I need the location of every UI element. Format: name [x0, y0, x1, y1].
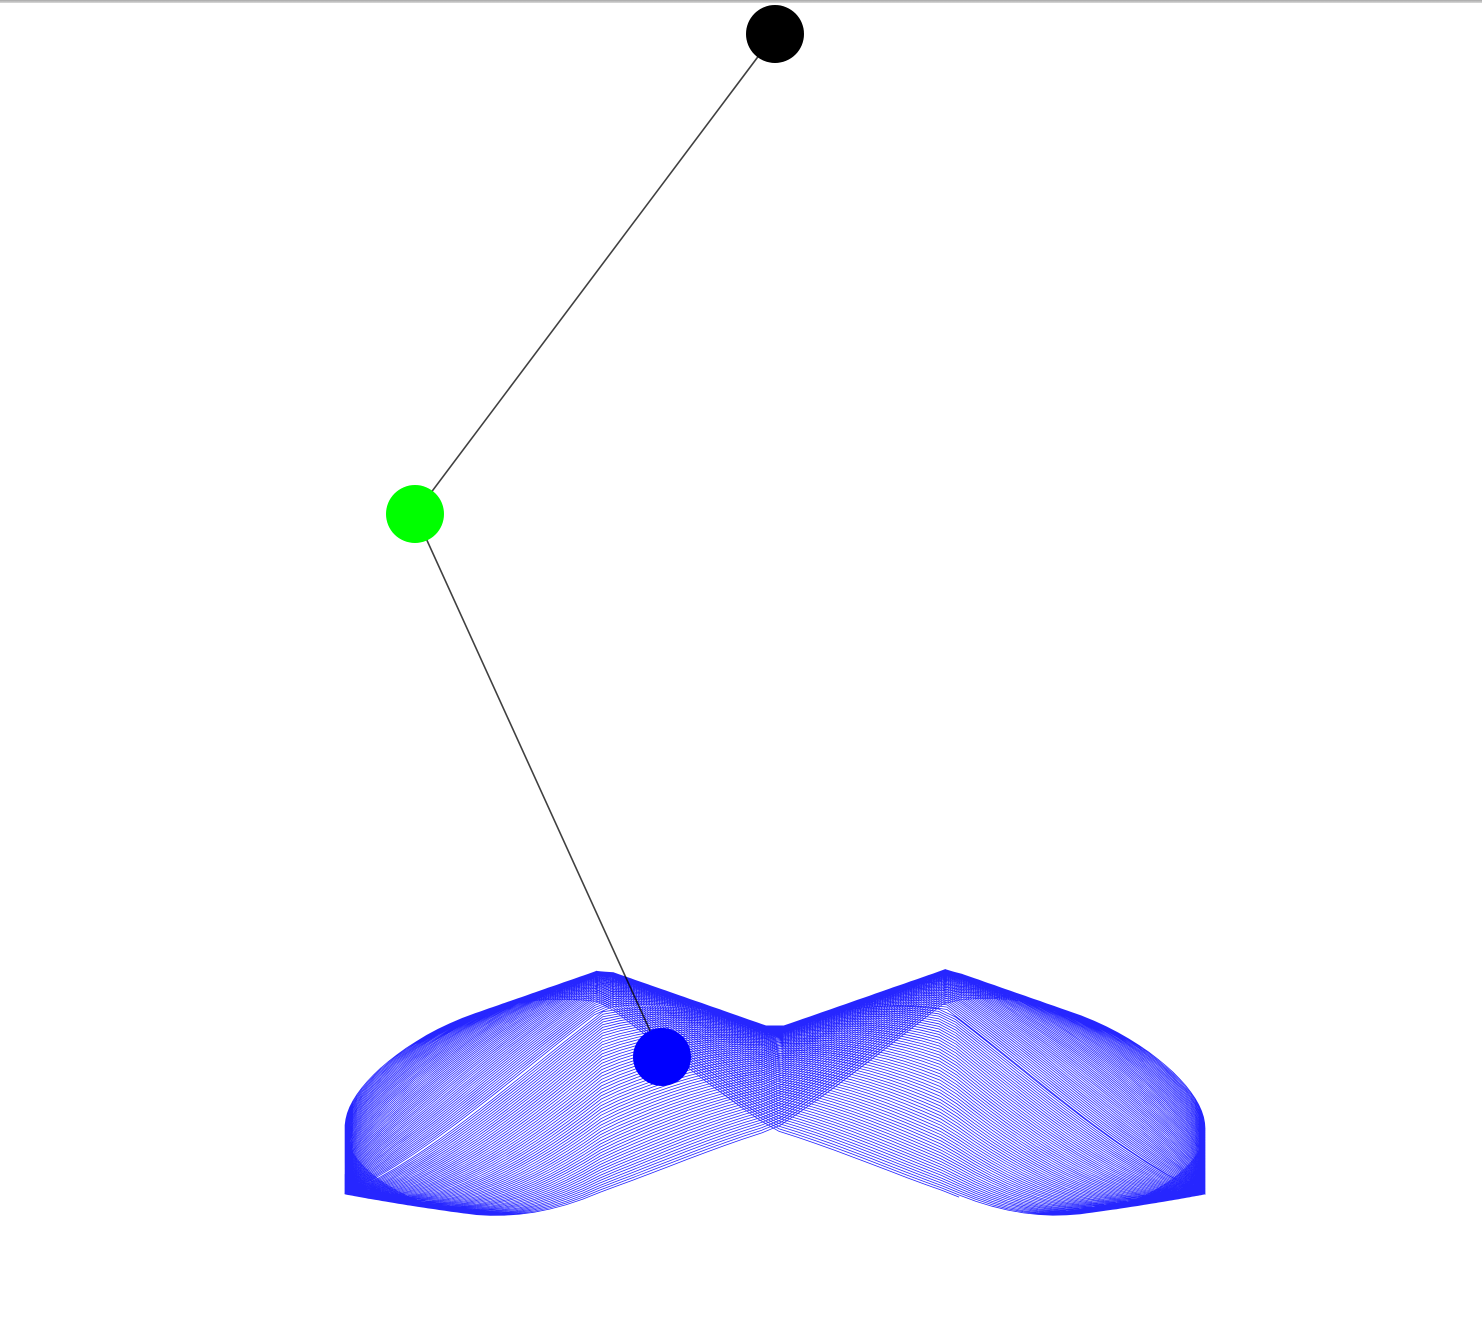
pivot-point[interactable]	[746, 5, 804, 63]
trace-path	[344, 969, 1206, 1216]
trajectory-trace	[344, 969, 1206, 1216]
upper-bob[interactable]	[386, 485, 444, 543]
lower-bob[interactable]	[633, 1028, 691, 1086]
window-top-border	[0, 0, 1482, 3]
lower-rod	[414, 513, 663, 1058]
upper-rod	[414, 33, 776, 515]
pendulum-canvas	[344, 5, 1206, 1216]
